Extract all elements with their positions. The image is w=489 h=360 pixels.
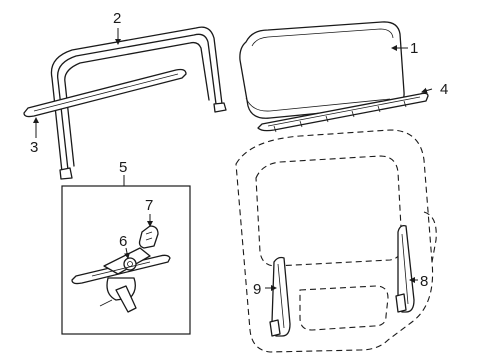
window-regulator-part [71, 247, 171, 313]
molding-strip-part [23, 68, 187, 118]
callout-7: 7 [145, 197, 153, 214]
callout-1: 1 [410, 40, 418, 57]
bracket-clip-part [138, 225, 159, 249]
callout-6: 6 [119, 233, 127, 250]
callout-5: 5 [119, 159, 127, 176]
back-glass-part [239, 21, 405, 119]
weatherstrip-part [50, 26, 227, 180]
regulator-group-box [61, 185, 191, 335]
callout-4: 4 [440, 81, 448, 98]
callout-9: 9 [253, 281, 261, 298]
callout-3: 3 [30, 139, 38, 156]
callout-8: 8 [420, 273, 428, 290]
leader-lines [33, 28, 433, 291]
right-trim-strip-part [395, 224, 415, 313]
callout-2: 2 [113, 10, 121, 27]
left-trim-strip-part [269, 256, 291, 337]
